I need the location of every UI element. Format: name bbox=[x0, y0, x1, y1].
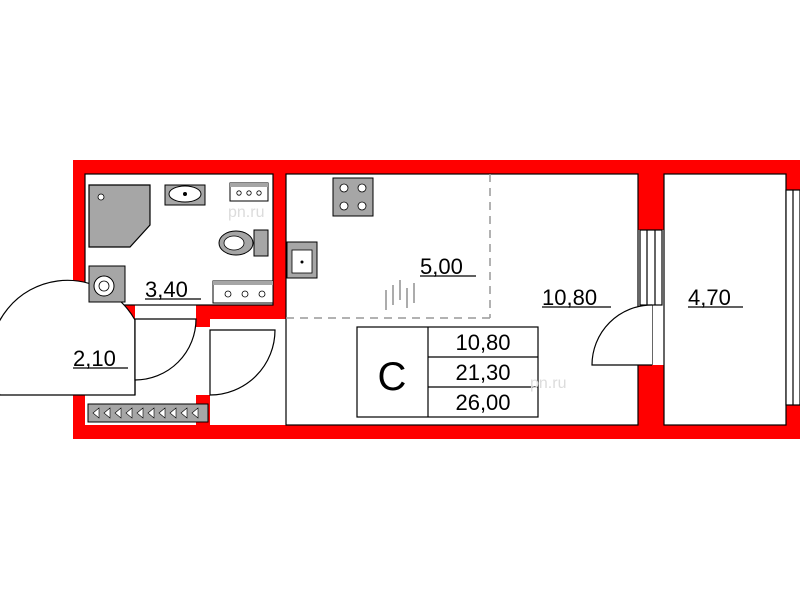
watermark-bottom: pn.ru bbox=[530, 375, 566, 392]
bath-outline bbox=[84, 173, 274, 306]
walls bbox=[73, 160, 800, 439]
sliding-door-icon bbox=[385, 280, 415, 310]
balcony-door-glass bbox=[639, 229, 663, 306]
summary-total-area: 26,00 bbox=[455, 390, 510, 415]
bath-sink-icon bbox=[164, 184, 206, 206]
kitchen-sink-icon bbox=[286, 241, 318, 279]
wall-partition-top bbox=[638, 160, 664, 230]
kitchen-zone bbox=[286, 174, 491, 319]
wall-top-right-end bbox=[786, 160, 800, 190]
wall-right-bottom-end bbox=[786, 405, 800, 439]
apartment-type-letter: С bbox=[378, 355, 407, 399]
wall-bath-right bbox=[273, 160, 286, 319]
balcony-door bbox=[591, 229, 663, 366]
wall-bottom bbox=[73, 425, 800, 439]
wall-left-upper bbox=[73, 160, 85, 320]
radiator-icon bbox=[87, 403, 209, 423]
washer-dryer-icon bbox=[229, 182, 269, 202]
bathroom-door-swing bbox=[134, 318, 197, 381]
balcony-window bbox=[785, 189, 800, 406]
hall-door bbox=[209, 329, 276, 396]
wall-top bbox=[73, 160, 790, 174]
room-area-kitchen: 5,00 bbox=[420, 254, 463, 279]
wall-partition-bottom bbox=[638, 365, 664, 439]
room-area-bathroom: 3,40 bbox=[145, 277, 188, 302]
bath-cabinet-icon bbox=[212, 280, 274, 304]
shower-tray bbox=[88, 184, 151, 248]
summary-box bbox=[356, 326, 539, 418]
summary-living-area: 10,80 bbox=[455, 330, 510, 355]
area-summary-table bbox=[356, 326, 539, 418]
room-area-hall: 2,10 bbox=[73, 346, 116, 371]
hall-door-swing bbox=[209, 329, 276, 396]
washing-machine-icon bbox=[88, 265, 126, 303]
main-room-outline bbox=[285, 173, 639, 426]
stove-icon bbox=[332, 177, 374, 217]
wall-left-lower bbox=[73, 395, 85, 439]
toilet-icon bbox=[218, 229, 269, 257]
balcony-door-swing bbox=[591, 304, 653, 366]
room-area-living: 10,80 bbox=[542, 285, 597, 310]
summary-area-without-balcony: 21,30 bbox=[455, 360, 510, 385]
wall-bath-door-jamb bbox=[196, 305, 210, 327]
wall-bath-bottom-right bbox=[196, 305, 286, 319]
bathroom-door bbox=[134, 318, 197, 381]
room-area-balcony: 4,70 bbox=[688, 285, 731, 310]
watermark-top: pn.ru bbox=[228, 204, 264, 221]
